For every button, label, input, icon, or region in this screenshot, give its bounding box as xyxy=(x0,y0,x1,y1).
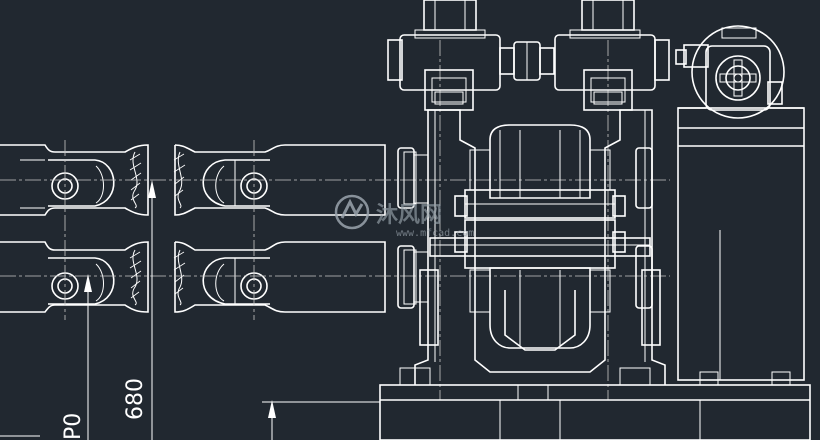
break-hatch-marks xyxy=(129,151,186,306)
bearing-flanges xyxy=(397,147,653,309)
spindle-joint-lower-center xyxy=(174,241,386,313)
motor-housing xyxy=(677,107,805,381)
mf-logo-icon xyxy=(334,194,370,230)
spindle-joint-lower-left xyxy=(0,241,149,313)
stand-housing xyxy=(414,109,666,385)
watermark-brand: 沐风网 xyxy=(376,203,442,228)
gearbox-right xyxy=(554,0,670,111)
stand-base xyxy=(379,367,811,440)
gearbox-left xyxy=(387,0,501,111)
watermark: 沐风网 www.mfcad.com xyxy=(334,194,474,239)
dimension-lines: 680 P0 xyxy=(0,180,380,440)
rolls-and-chocks xyxy=(454,124,626,351)
spindle-joint-upper-center xyxy=(174,144,386,216)
dimension-label-680: 680 xyxy=(123,378,148,420)
dimension-label-partial: P0 xyxy=(61,413,86,440)
watermark-url: www.mfcad.com xyxy=(396,228,474,239)
gearbox-coupling xyxy=(499,41,555,81)
roll-stand-group xyxy=(379,0,811,440)
spindle-joints-group xyxy=(0,144,386,313)
housing-ribs xyxy=(469,149,611,313)
worm-gear-reducer xyxy=(675,25,804,119)
